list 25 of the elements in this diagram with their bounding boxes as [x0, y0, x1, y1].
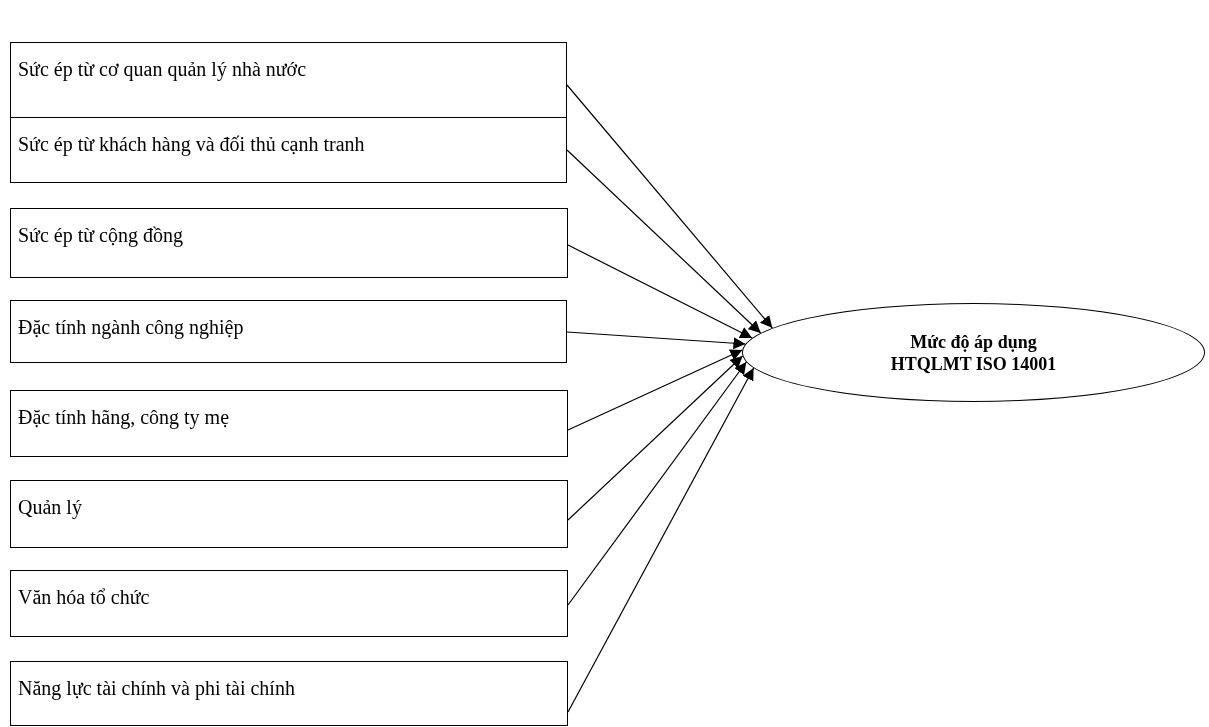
- factor-box: [10, 42, 567, 118]
- factor-box: [10, 300, 567, 363]
- arrow: [567, 361, 747, 606]
- factor-text: Văn hóa tổ chức: [18, 585, 151, 609]
- factor-box: [10, 570, 568, 637]
- arrow: [567, 355, 744, 521]
- factor-box: [10, 480, 568, 548]
- arrow: [566, 149, 762, 334]
- factor-text: Đặc tính hãng, công ty mẹ: [18, 405, 231, 429]
- factor-text: Quản lý: [18, 495, 83, 519]
- factor-box: [10, 117, 567, 183]
- factor-text: Sức ép từ cơ quan quản lý nhà nước: [18, 57, 308, 81]
- factor-text: Đặc tính ngành công nghiệp: [18, 315, 245, 339]
- arrow: [567, 244, 753, 339]
- factor-box: [10, 661, 568, 726]
- factor-text: Năng lực tài chính và phi tài chính: [18, 676, 296, 700]
- factor-text: Sức ép từ cộng đồng: [18, 223, 184, 247]
- arrow: [567, 367, 755, 713]
- arrow: [566, 84, 773, 329]
- factor-box: [10, 208, 568, 278]
- factor-text: Sức ép từ khách hàng và đối thủ cạnh tranh: [18, 132, 366, 156]
- arrow: [567, 349, 743, 431]
- factor-box: [10, 390, 568, 457]
- outcome-text: Mức độ áp dụng HTQLMT ISO 14001: [889, 330, 1058, 375]
- arrow: [566, 331, 747, 350]
